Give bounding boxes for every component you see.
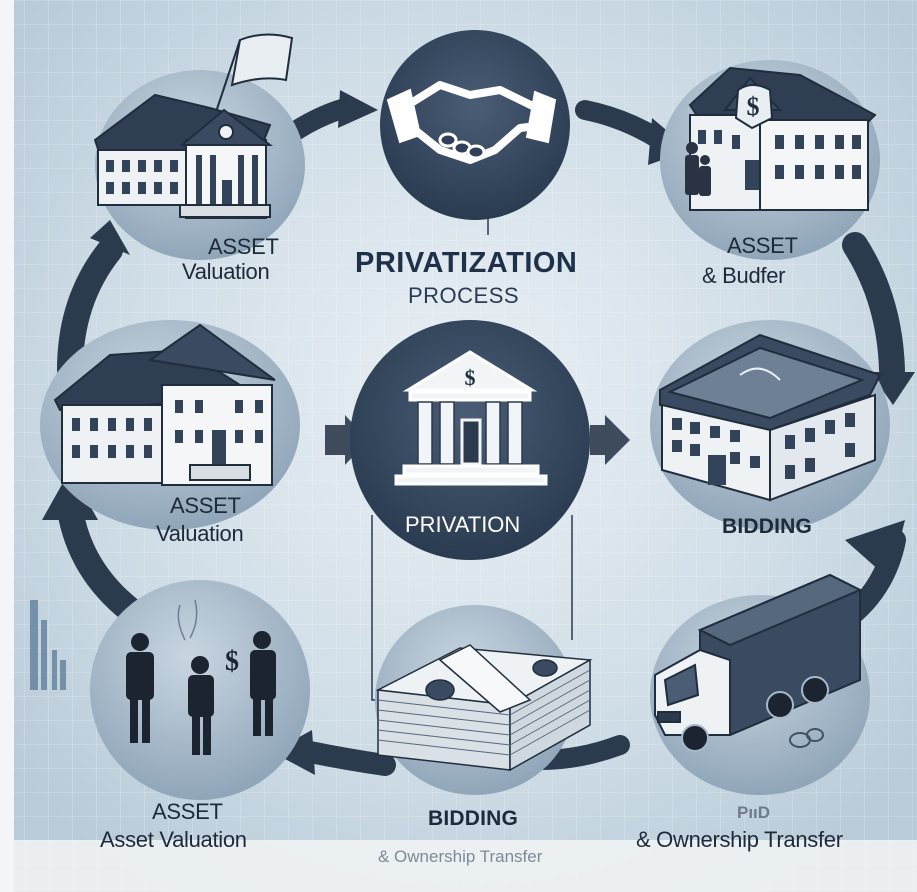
node-top-right-label-2: & Budfer [702, 263, 786, 288]
flagpole [214, 39, 241, 116]
building-icon [53, 323, 276, 486]
flag-icon [230, 33, 294, 87]
small-arrow-right [590, 415, 630, 465]
bank-icon: $ [394, 350, 548, 486]
arrowhead-top-left [338, 90, 378, 128]
arrow-left-lower [57, 497, 143, 623]
diagram-title: PRIVATIZATION [355, 247, 578, 279]
bottom-fade [14, 840, 917, 892]
arrow-heads [42, 90, 915, 775]
government-building-icon [93, 33, 294, 219]
node-bottom-right-top-label: PııD [737, 803, 771, 822]
handshake-icon [386, 81, 557, 164]
node-top-left-label-1: ASSET [208, 234, 279, 259]
arrowhead-left-lower [42, 470, 98, 520]
svg-text:$: $ [747, 92, 760, 121]
node-bottom-left-label-1: ASSET [152, 799, 223, 824]
svg-text:$: $ [225, 646, 239, 677]
node-mid-right-label: BIDDING [722, 515, 813, 538]
arrowhead-bottom-left [272, 730, 315, 775]
arrow-right-upper [842, 232, 905, 383]
arrow-left-upper [57, 237, 123, 383]
node-top-right-label-1: ASSET [727, 233, 798, 258]
node-top-left-label-2: Valuation [182, 259, 270, 284]
arrowhead-right-upper [870, 372, 915, 405]
diagram-canvas: $ $ [14, 0, 917, 892]
truck-icon [654, 573, 863, 752]
person-icon [188, 656, 214, 755]
warehouse-icon [659, 333, 882, 502]
arrowhead-left-upper [90, 220, 130, 255]
person-icon [126, 633, 154, 743]
node-mid-left-label-2: Valuation [156, 521, 244, 546]
arrowhead-right-lower [845, 520, 905, 580]
small-arrows [325, 415, 630, 465]
node-bottom-center-faint-label: & Ownership Transfer [378, 847, 543, 866]
node-bottom-center-label: BIDDING [428, 807, 519, 830]
small-arrow-left [325, 415, 368, 465]
person-icon [250, 631, 276, 736]
node-top-center-circle [380, 30, 570, 220]
skyline-icon [30, 600, 66, 690]
svg-text:$: $ [465, 365, 476, 390]
node-center-label: PRIVATION [405, 512, 521, 537]
node-bottom-left-label-2: Asset Valuation [100, 827, 247, 852]
plant-icon [177, 599, 198, 641]
money-stack-icon [375, 644, 593, 772]
diagram-subtitle: PROCESS [408, 283, 520, 308]
business-people-icon: $ [126, 599, 276, 755]
house-dollar-icon: $ [685, 66, 877, 211]
node-mid-left-label-1: ASSET [170, 493, 241, 518]
arrow-bottom-left [299, 741, 396, 776]
person-figures-icon [685, 142, 711, 196]
node-bottom-right-label: & Ownership Transfer [636, 827, 843, 852]
